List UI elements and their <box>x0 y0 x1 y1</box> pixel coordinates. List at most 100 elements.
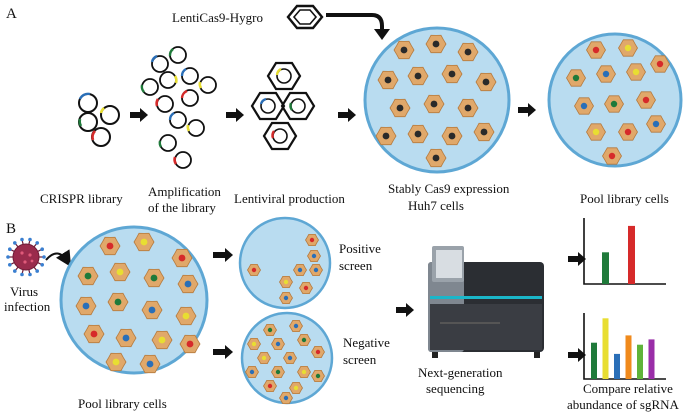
compare-label-1: Compare relative <box>583 381 673 396</box>
cell <box>109 262 131 282</box>
positive-label-1: Positive <box>339 241 381 256</box>
cell <box>377 70 399 90</box>
arrowhead-icon <box>374 29 390 40</box>
amplified-plasmids <box>140 46 217 169</box>
cell <box>407 124 429 144</box>
cell <box>602 147 622 165</box>
cell <box>105 352 127 372</box>
cell <box>279 392 293 404</box>
cell <box>650 55 670 73</box>
virus-label-2: infection <box>4 299 51 314</box>
cell <box>283 352 297 364</box>
cell <box>307 250 321 262</box>
cell <box>626 63 646 81</box>
cell <box>271 338 285 350</box>
positive-label-2: screen <box>339 258 373 273</box>
right-arrow-icon <box>130 108 148 122</box>
cell <box>457 42 479 62</box>
virus-label-1: Virus <box>10 284 38 299</box>
right-arrow-icon <box>396 303 414 317</box>
bar <box>637 344 643 379</box>
negative-label-1: Negative <box>343 335 390 350</box>
cell <box>271 366 285 378</box>
pool-library-cells-bottom <box>75 232 201 374</box>
right-arrow-icon <box>568 348 586 362</box>
cell <box>586 41 606 59</box>
cell <box>107 292 129 312</box>
bar <box>602 252 609 284</box>
cell <box>99 236 121 256</box>
cell <box>618 39 638 57</box>
cell <box>141 300 163 320</box>
cas9-cells <box>375 34 497 168</box>
bar <box>625 335 632 379</box>
cell <box>75 296 97 316</box>
cell <box>279 292 293 304</box>
crispr-library-plasmids <box>78 92 120 147</box>
ngs-label-1: Next-generation <box>418 365 503 380</box>
cell <box>151 330 173 350</box>
cell <box>618 123 638 141</box>
cell <box>389 98 411 118</box>
cell <box>299 282 313 294</box>
negative-screen-cells <box>245 320 325 404</box>
cell <box>175 306 197 326</box>
crispr-library-label: CRISPR library <box>40 191 123 206</box>
lentiviral-label: Lentiviral production <box>234 191 345 206</box>
bar <box>628 225 635 284</box>
bar <box>648 339 655 379</box>
right-arrow-icon <box>568 252 586 266</box>
cell <box>305 234 319 246</box>
cell <box>279 276 293 288</box>
cell <box>77 266 99 286</box>
positive-abundance-chart <box>583 218 666 285</box>
right-arrow-icon <box>213 345 233 359</box>
cell <box>263 380 277 392</box>
cell <box>441 64 463 84</box>
curved-arrow-icon <box>326 13 384 30</box>
cell <box>289 382 303 394</box>
right-arrow-icon <box>338 108 356 122</box>
virus-icon <box>6 237 46 277</box>
cell <box>143 268 165 288</box>
cell <box>115 328 137 348</box>
cell <box>139 354 161 374</box>
right-arrow-icon <box>226 108 244 122</box>
cell <box>604 95 624 113</box>
cell <box>423 94 445 114</box>
cell <box>289 320 303 332</box>
cell <box>586 123 606 141</box>
panel-label-b: B <box>6 221 16 237</box>
cell <box>441 126 463 146</box>
cell <box>596 65 616 83</box>
bar <box>614 353 620 379</box>
ngs-label-2: sequencing <box>426 381 485 396</box>
cell <box>247 264 261 276</box>
cell <box>636 91 656 109</box>
bar <box>602 318 609 379</box>
positive-screen-cells <box>247 234 323 304</box>
hexagon-plasmid-icon <box>286 4 324 30</box>
right-arrow-icon <box>518 103 536 117</box>
bar <box>591 342 597 379</box>
cell <box>475 72 497 92</box>
cell <box>293 264 307 276</box>
cell <box>247 338 261 350</box>
right-arrow-icon <box>213 248 233 262</box>
pool-label-bottom: Pool library cells <box>78 396 167 411</box>
cell <box>245 366 259 378</box>
cell <box>425 34 447 54</box>
negative-label-2: screen <box>343 352 377 367</box>
cell <box>311 370 325 382</box>
amplification-label-1: Amplification <box>148 184 221 199</box>
cell <box>566 69 586 87</box>
cell <box>297 334 311 346</box>
panel-label-a: A <box>6 6 17 22</box>
chart-axes <box>583 218 666 285</box>
cell <box>473 122 495 142</box>
negative-abundance-chart <box>583 313 666 380</box>
cell <box>171 248 193 268</box>
cell <box>375 126 397 146</box>
stably-label-1: Stably Cas9 expression <box>388 181 510 196</box>
